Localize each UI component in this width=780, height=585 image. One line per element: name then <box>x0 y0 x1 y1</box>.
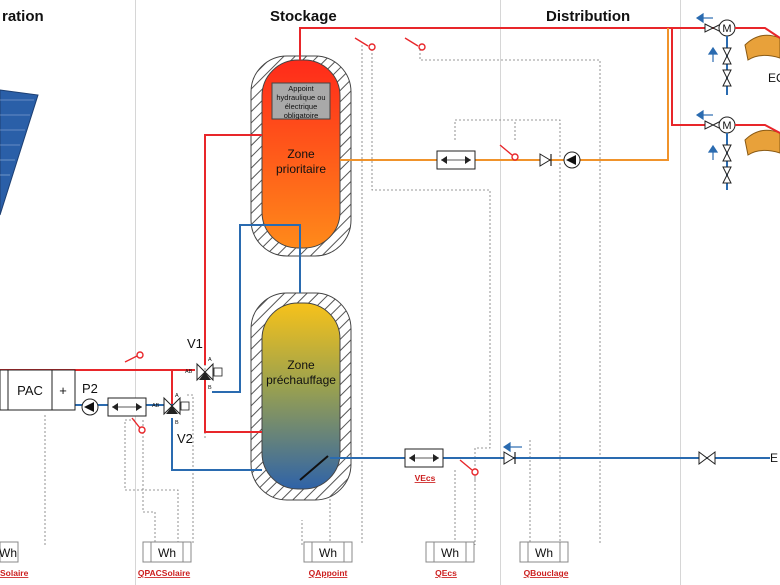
meter-solaire-unit: Wh <box>0 546 17 560</box>
recirculation-pipe <box>340 28 669 161</box>
three-way-valve-v2 <box>163 396 190 416</box>
valve-v2-label: V2 <box>177 431 193 446</box>
meter-qbouclage-unit: Wh <box>535 546 553 560</box>
appoint-label-line2: hydraulique ou <box>276 93 325 102</box>
pac-unit <box>0 369 76 411</box>
plus-label: + <box>59 383 67 398</box>
three-way-valve-v1 <box>196 362 223 382</box>
header-generation: ration <box>2 8 44 25</box>
meter-qpacsolaire-label: QPACSolaire <box>138 568 191 578</box>
v1-port-ab: AB <box>185 369 193 375</box>
hot-water-pipes <box>0 27 715 433</box>
meter-qecs-label: QEcs <box>435 568 457 578</box>
v2-port-ab: AB <box>152 403 160 409</box>
temperature-sensors <box>124 37 519 476</box>
check-valve-cold <box>503 451 516 465</box>
header-stockage: Stockage <box>270 8 337 25</box>
storage-tank-bottom <box>250 292 352 501</box>
zone-prioritaire-line2: prioritaire <box>276 162 326 176</box>
flowmeter-loop <box>436 150 476 170</box>
tank-heat-exchanger <box>299 455 329 481</box>
check-valve-loop <box>539 153 552 167</box>
solar-collector <box>0 89 39 216</box>
outlet-valves <box>698 47 732 465</box>
energy-meters <box>0 541 569 563</box>
appoint-label-line3: électrique <box>285 102 318 111</box>
column-divider-1 <box>135 0 136 585</box>
pump-loop <box>563 151 581 169</box>
flowmeter-solaire <box>107 397 147 417</box>
valve-v1-label: V1 <box>187 336 203 351</box>
meter-qbouclage-label: QBouclage <box>524 568 569 578</box>
cold-water-pipes <box>0 224 770 471</box>
meter-qpacsolaire <box>142 541 192 563</box>
meter-qappoint-unit: Wh <box>319 546 337 560</box>
column-divider-2 <box>500 0 501 585</box>
zone-prechauffage-line1: Zone <box>287 358 315 372</box>
pump-p2 <box>81 398 99 416</box>
v1-port-a: A <box>208 357 212 363</box>
v2-port-b: B <box>175 420 179 426</box>
flow-arrows <box>502 12 719 453</box>
motor-upper-label: M <box>722 23 731 35</box>
v1-port-b: B <box>208 385 212 391</box>
control-wiring <box>44 45 601 545</box>
meter-qbouclage <box>519 541 569 563</box>
zone-prechauffage-line2: préchauffage <box>266 373 336 387</box>
header-distribution: Distribution <box>546 8 631 25</box>
flowmeter-vecs <box>404 448 444 468</box>
pump-p2-label: P2 <box>82 381 98 396</box>
outlet-ec-label: EC <box>768 71 780 85</box>
shower-heads <box>744 34 780 156</box>
meter-qecs <box>425 541 475 563</box>
zone-prioritaire-line1: Zone <box>287 147 315 161</box>
meter-solaire-label: Solaire <box>0 568 29 578</box>
meter-qpacsolaire-unit: Wh <box>158 546 176 560</box>
motor-valve-upper <box>704 19 736 37</box>
pac-label: PAC <box>17 383 43 398</box>
storage-tank-top <box>250 55 352 257</box>
column-divider-3 <box>680 0 681 585</box>
motor-lower-label: M <box>722 120 731 132</box>
appoint-box <box>271 82 331 120</box>
flowmeter-vecs-label: VEcs <box>415 473 436 483</box>
appoint-label-line1: Appoint <box>288 84 314 93</box>
motor-valve-lower <box>704 116 736 134</box>
meter-solaire <box>0 541 19 563</box>
appoint-label-line4: obligatoire <box>284 111 319 120</box>
outlet-e-label: E <box>770 451 778 465</box>
v2-port-a: A <box>175 393 179 399</box>
meter-qecs-unit: Wh <box>441 546 459 560</box>
meter-qappoint <box>303 541 353 563</box>
shower-arms <box>735 27 780 134</box>
meter-qappoint-label: QAppoint <box>309 568 348 578</box>
